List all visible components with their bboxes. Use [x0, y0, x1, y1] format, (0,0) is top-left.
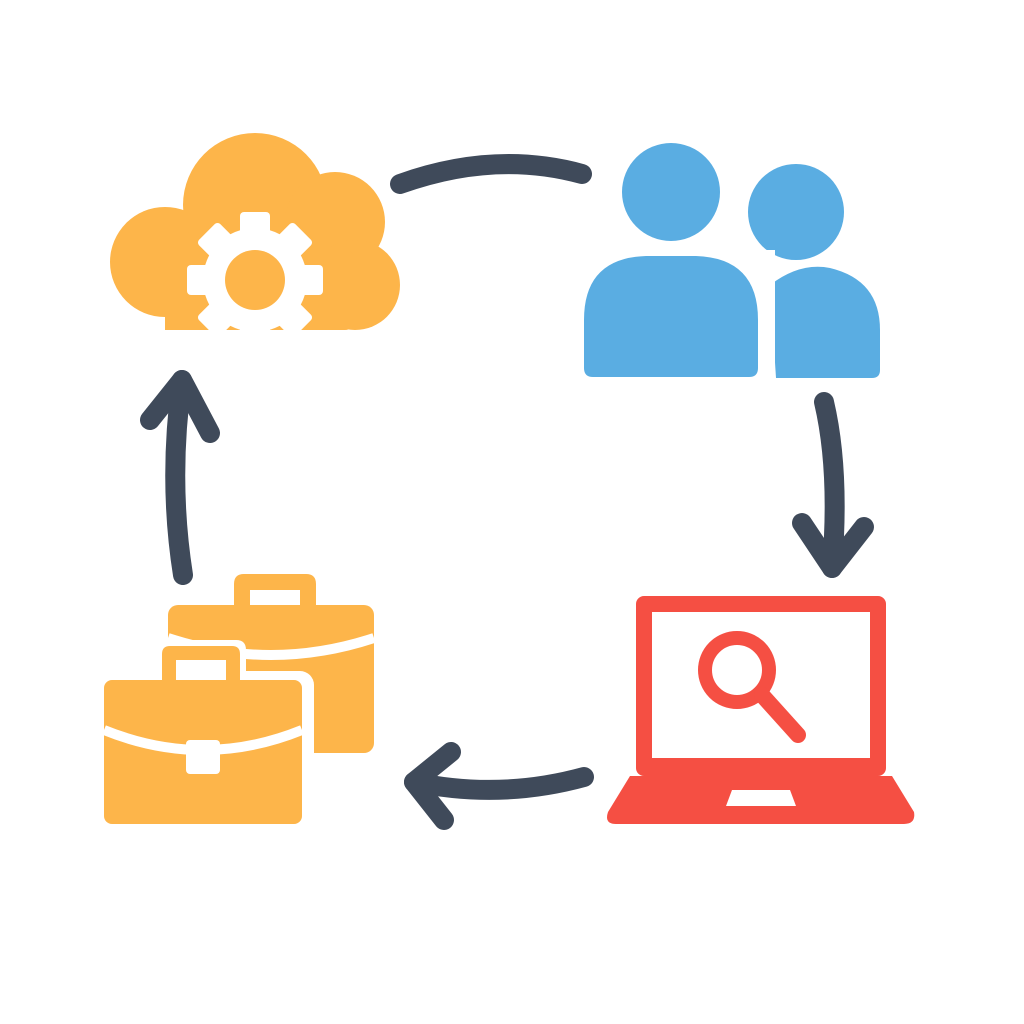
connector-users-to-laptop	[814, 392, 845, 578]
arrowhead-up	[140, 370, 220, 443]
connector-cloud-to-users	[390, 154, 592, 194]
gear-icon	[187, 212, 323, 348]
connector-laptop-to-briefcases	[404, 767, 594, 800]
cloud-gear-icon	[110, 133, 400, 348]
arrowhead-left	[404, 742, 461, 830]
users-icon	[584, 143, 880, 380]
arrowhead-down	[792, 513, 874, 578]
magnifier-icon	[698, 631, 806, 743]
laptop-search-icon	[607, 596, 915, 824]
briefcases-icon	[94, 574, 376, 833]
connectors	[140, 154, 874, 830]
connector-briefcases-to-cloud	[165, 370, 193, 585]
